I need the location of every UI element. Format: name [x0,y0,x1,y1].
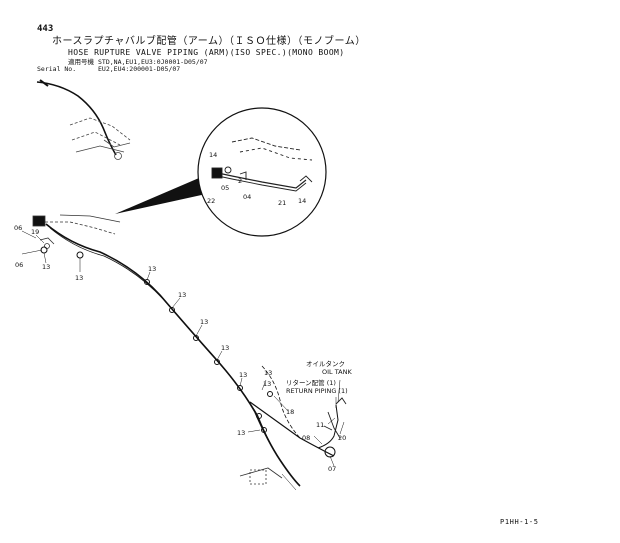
main-callout: 13 [148,265,156,273]
serial-line-1: STD,NA,EU1,EU3:0J0001-D05/07 [98,58,208,66]
bucket-end-sketch [239,467,283,485]
main-callout: 13 [237,429,245,437]
main-callout: 13 [221,344,229,352]
detail-leader [115,178,206,214]
main-callouts: 06 19 06 13 13 13 13 13 13 13 13 13 13 1… [14,224,346,473]
main-callout: 08 [302,434,310,442]
callout-leaders [21,230,345,491]
footer-code: P1HH-1-5 [500,518,539,526]
main-hose [40,223,339,487]
detail-circle [197,107,327,237]
arm-sketch-top [36,79,131,160]
detail-callout: 04 [243,193,251,201]
return-piping-label-jp: リターン配管 (1) [286,378,336,387]
main-callout: 13 [263,380,271,388]
detail-callout: 14 [298,197,306,205]
serial-line-2: EU2,EU4:200001-D05/07 [98,65,181,73]
applicable-label: 適用号機 [68,58,94,66]
main-callout: 06 [15,261,23,269]
detail-callout: 14 [209,151,217,159]
main-callout: 06 [14,224,22,232]
return-piping-label-en: RETURN PIPING (1) [286,387,348,395]
title-english: HOSE RUPTURE VALVE PIPING (ARM)(ISO SPEC… [68,48,345,57]
main-callout: 13 [75,274,83,282]
main-callout: 11 [316,421,324,429]
main-callout: 18 [286,408,294,416]
main-callout: 20 [338,434,346,442]
detail-callout: 05 [221,184,229,192]
oil-tank-label-jp: オイルタンク [306,359,345,368]
detail-callout: 21 [278,199,286,207]
detail-callouts: 14 05 2 04 21 14 22 [207,151,306,207]
detail-callout: 22 [207,197,215,205]
arm-valve-assembly [32,214,121,249]
page-number: 443 [37,24,54,34]
main-callout: 13 [42,263,50,271]
main-callout: 19 [31,228,39,236]
detail-callout: 2 [238,177,242,185]
annotations: オイルタンク OIL TANK リターン配管 (1) RETURN PIPING… [286,359,352,395]
main-callout: 07 [328,465,336,473]
oil-tank-label-en: OIL TANK [322,368,352,376]
main-callout: 13 [178,291,186,299]
main-callout: 13 [200,318,208,326]
title-japanese: ホースラプチャバルブ配管（アーム）（ＩＳＯ仕様）（モノブーム） [52,36,366,47]
main-callout: 13 [264,369,272,377]
detail-piping [211,137,313,192]
main-callout: 13 [239,371,247,379]
serial-label: Serial No. [37,65,77,73]
